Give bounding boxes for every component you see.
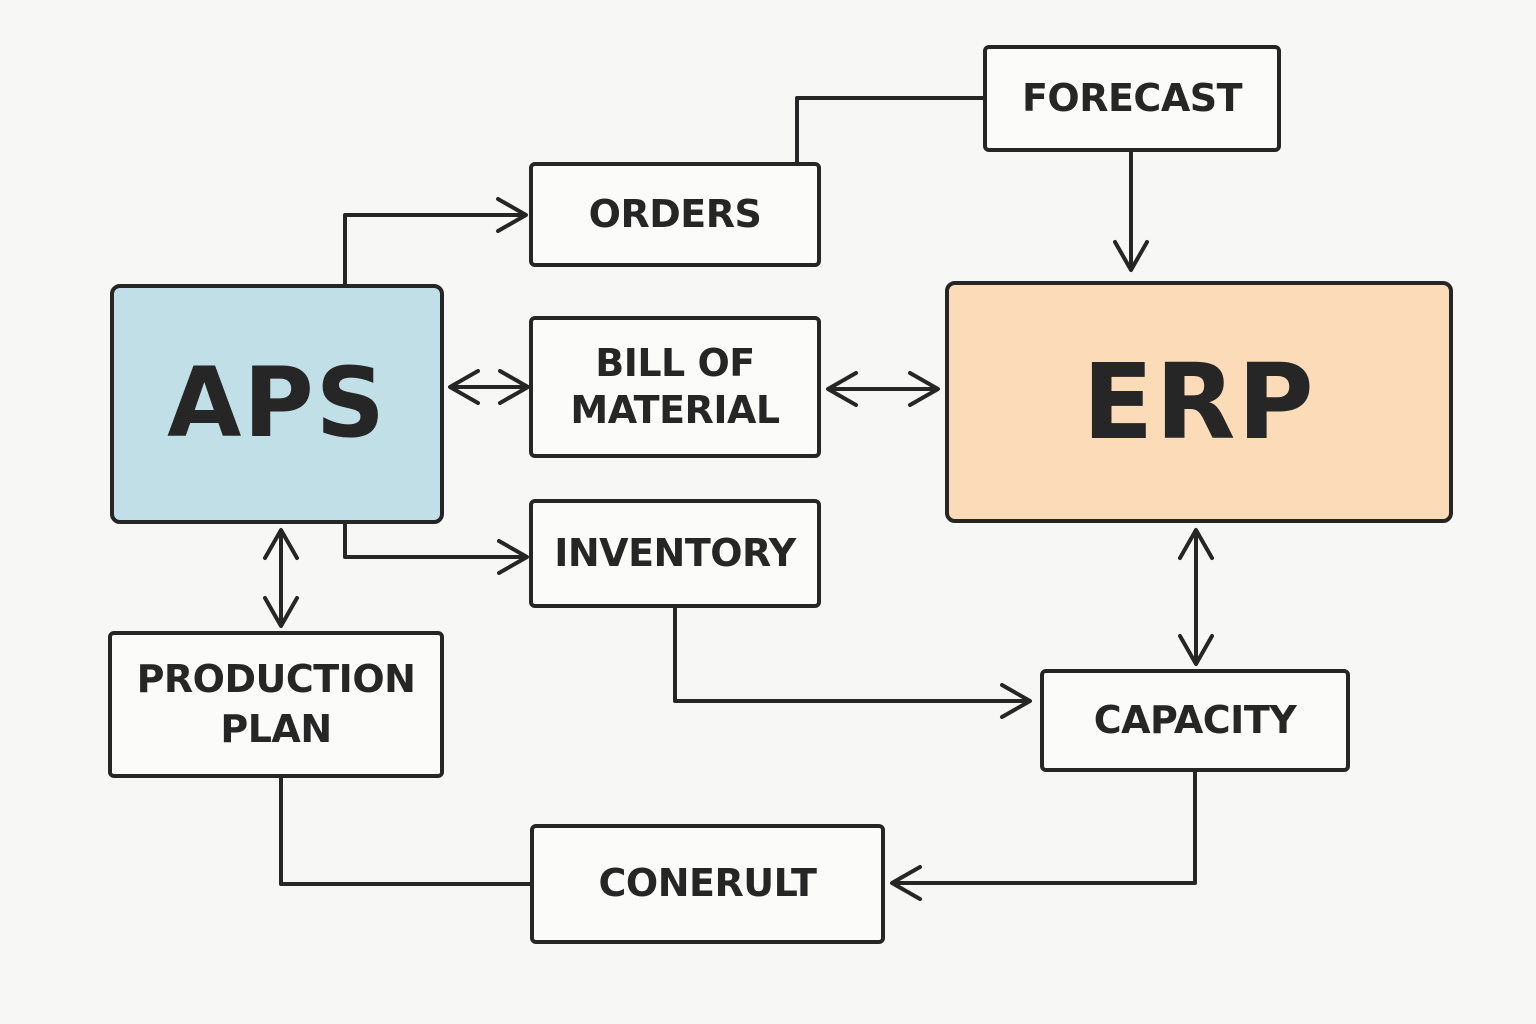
node-forecast[interactable]: FORECAST	[983, 45, 1281, 152]
edge-inventory-capacity	[673, 606, 1032, 719]
node-inventory-label: INVENTORY	[554, 530, 796, 575]
node-erp[interactable]: ERP	[945, 281, 1453, 523]
node-production-plan-label: PRODUCTION PLAN	[136, 657, 416, 751]
node-conerult-label: CONERULT	[598, 861, 817, 906]
node-inventory[interactable]: INVENTORY	[529, 499, 821, 608]
node-orders-label: ORDERS	[588, 191, 762, 236]
node-orders[interactable]: ORDERS	[529, 162, 821, 267]
node-erp-label: ERP	[1082, 340, 1316, 463]
node-production-plan[interactable]: PRODUCTION PLAN	[108, 631, 444, 778]
node-conerult[interactable]: CONERULT	[530, 824, 885, 944]
edge-forecast-orders	[795, 96, 984, 163]
edge-capacity-conerult	[890, 771, 1197, 901]
node-bill-of-material[interactable]: BILL OF MATERIAL	[529, 316, 821, 458]
edge-production-plan-conerult	[279, 776, 532, 886]
node-bill-of-material-label: BILL OF MATERIAL	[570, 340, 780, 433]
node-aps[interactable]: APS	[110, 284, 444, 524]
edge-aps-inventory	[343, 522, 529, 575]
node-aps-label: APS	[167, 347, 387, 460]
node-forecast-label: FORECAST	[1021, 75, 1243, 120]
edge-aps-orders	[343, 197, 528, 285]
node-capacity[interactable]: CAPACITY	[1040, 669, 1350, 772]
node-capacity-label: CAPACITY	[1093, 697, 1297, 742]
